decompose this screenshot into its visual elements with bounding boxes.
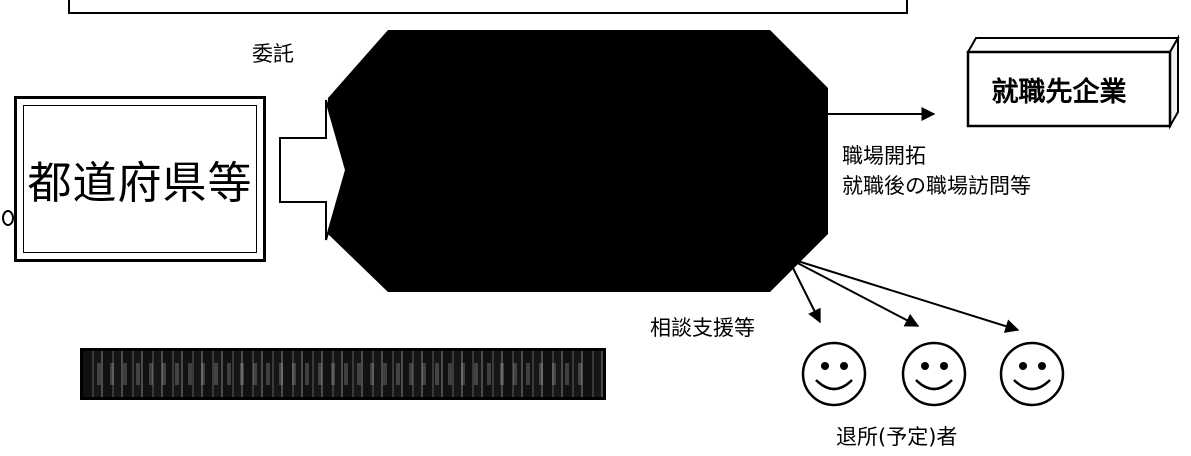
person-icon	[801, 341, 867, 407]
prefecture-side-mark	[2, 210, 14, 226]
commission-block-arrow	[279, 99, 348, 241]
person-icon	[999, 341, 1065, 407]
person-icon	[901, 341, 967, 407]
persons-label: 退所(予定)者	[836, 425, 958, 449]
top-frame-border	[68, 0, 908, 14]
support-center-octagon	[328, 30, 828, 292]
prefecture-label: 都道府県等	[23, 105, 257, 253]
job-development-label: 職場開拓	[842, 144, 926, 168]
consultation-arrows	[787, 257, 1020, 333]
prefecture-box: 都道府県等	[14, 96, 266, 262]
company-label: 就職先企業	[991, 76, 1127, 108]
commission-label: 委託	[252, 42, 294, 66]
workplace-visit-label: 就職後の職場訪問等	[842, 174, 1031, 198]
consultation-label: 相談支援等	[650, 316, 755, 340]
company-box	[966, 34, 1180, 130]
redacted-text-bar	[80, 348, 606, 400]
